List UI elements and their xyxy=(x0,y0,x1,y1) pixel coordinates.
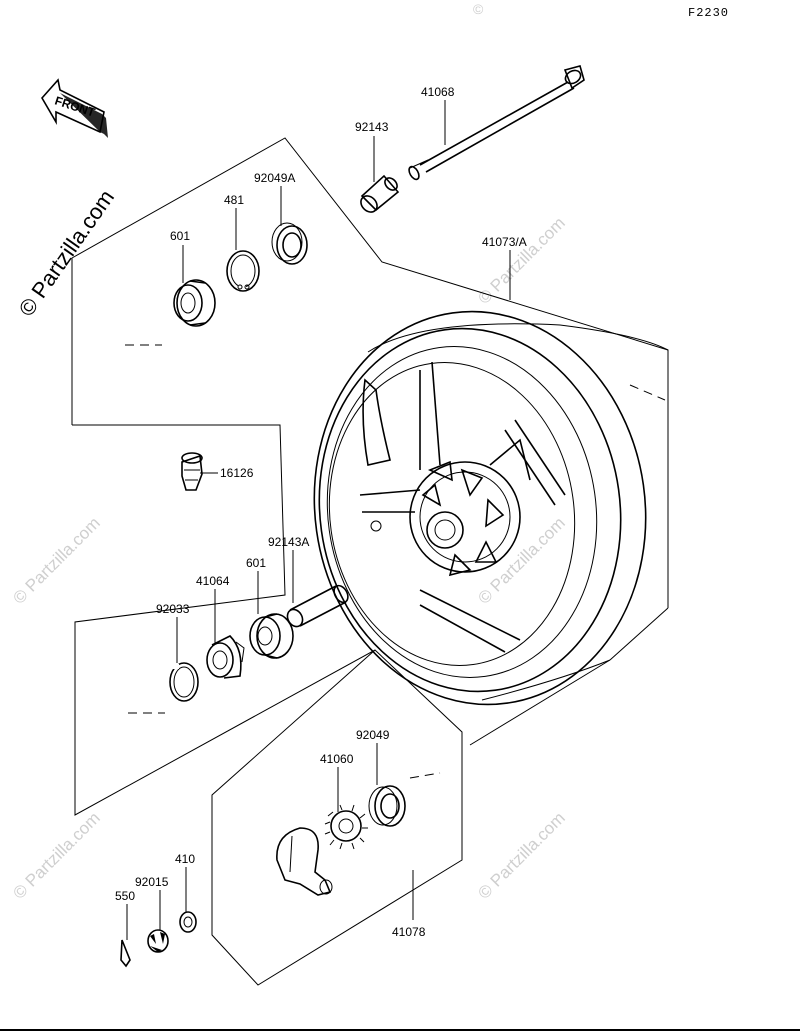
oil-seal-bottom xyxy=(368,785,406,827)
cotter-pin xyxy=(120,939,131,968)
axle xyxy=(408,65,585,181)
wheel xyxy=(313,310,669,706)
meter-gear xyxy=(324,804,368,850)
part-label-601-mid: 601 xyxy=(246,556,266,570)
watermark-copyright-mark: © xyxy=(473,1,484,17)
watermark: © Partzilla.com xyxy=(474,213,568,307)
part-label-41078: 41078 xyxy=(392,925,426,939)
part-label-92015: 92015 xyxy=(135,875,169,889)
part-labels: 41068 92143 92049A 481 601 41073/A 16126… xyxy=(115,85,527,939)
part-label-92143a: 92143A xyxy=(268,535,309,549)
watermark: © Partzilla.com xyxy=(9,808,103,902)
watermarks: © Partzilla.com © Partzilla.com © Partzi… xyxy=(9,1,568,903)
front-arrow: FRONT xyxy=(41,78,108,138)
part-label-92049a: 92049A xyxy=(254,171,295,185)
part-label-92143: 92143 xyxy=(355,120,389,134)
part-label-41060: 41060 xyxy=(320,752,354,766)
part-label-92049: 92049 xyxy=(356,728,390,742)
collar-long xyxy=(286,584,349,628)
air-valve xyxy=(181,452,203,491)
circlip-mid xyxy=(169,662,199,702)
watermark: © Partzilla.com xyxy=(474,808,568,902)
part-label-16126: 16126 xyxy=(220,466,254,480)
hub-spacer xyxy=(206,635,245,679)
part-label-92033: 92033 xyxy=(156,602,190,616)
oil-seal-top xyxy=(271,222,308,265)
washer xyxy=(179,911,197,933)
part-label-410: 410 xyxy=(175,852,195,866)
part-label-41073a: 41073/A xyxy=(482,235,527,249)
gear-housing xyxy=(276,827,333,896)
part-label-41064: 41064 xyxy=(196,574,230,588)
leader-lines xyxy=(126,100,511,940)
circlip xyxy=(226,250,260,292)
bearing-mid xyxy=(249,613,294,659)
collar xyxy=(360,174,400,213)
watermark: © Partzilla.com xyxy=(9,513,103,607)
castle-nut xyxy=(147,929,169,953)
bearing-top xyxy=(173,279,216,327)
watermark-main: © Partzilla.com xyxy=(14,185,120,321)
part-label-481: 481 xyxy=(224,193,244,207)
part-label-601-top: 601 xyxy=(170,229,190,243)
figure-code: F2230 xyxy=(688,6,729,20)
part-label-41068: 41068 xyxy=(421,85,455,99)
part-label-550: 550 xyxy=(115,889,135,903)
watermark: © Partzilla.com xyxy=(474,513,568,607)
group-outlines xyxy=(71,137,669,986)
